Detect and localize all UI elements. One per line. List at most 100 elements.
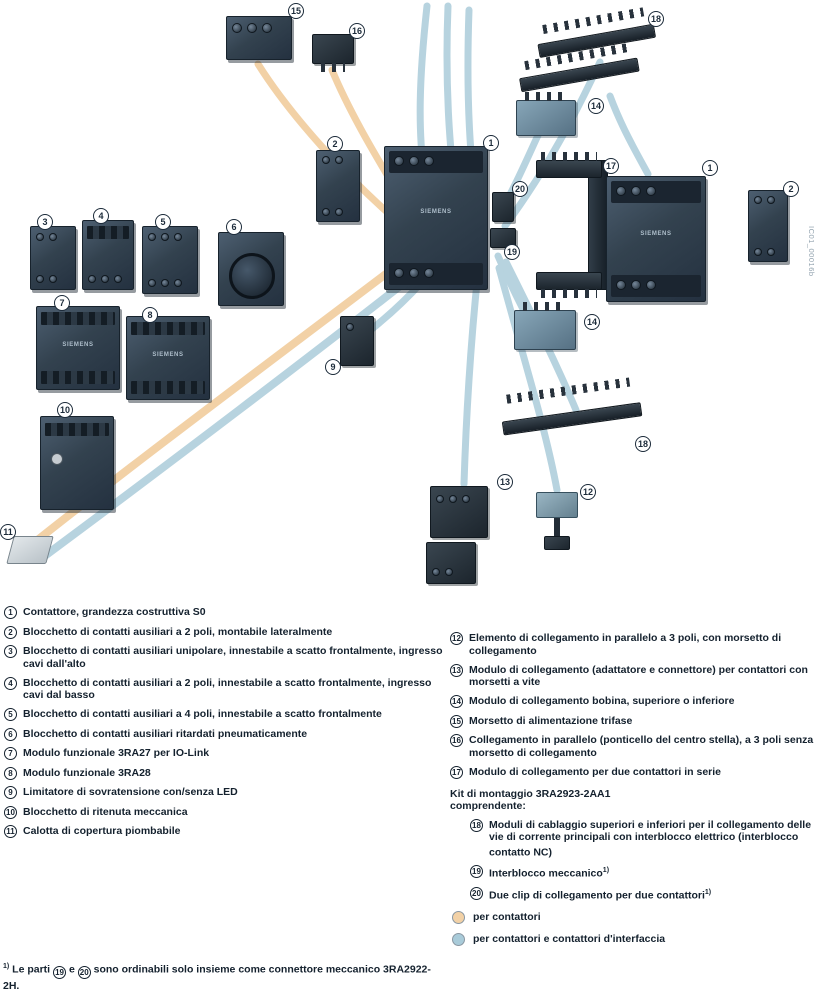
component-connection-module-adapter — [430, 486, 488, 538]
item-text: Collegamento in parallelo (ponticello de… — [469, 734, 814, 759]
exploded-view-diagram: SIEMENS SIEMENS — [0, 2, 816, 584]
legend-item-18: 18 Moduli di cablaggio superiori e infer… — [470, 818, 824, 859]
screw-row — [754, 248, 782, 256]
screw-icon — [101, 275, 109, 283]
kit-subtitle: comprendente: — [450, 800, 526, 812]
item-number-badge: 4 — [4, 676, 17, 690]
terminal-strip — [389, 263, 483, 285]
footnote-text: sono ordinabili solo insieme come connet… — [3, 963, 431, 993]
brand-label: SIEMENS — [152, 351, 184, 358]
callout-12: 12 — [580, 484, 596, 500]
component-connection-module-connector — [426, 542, 476, 584]
screw-icon — [36, 233, 44, 241]
footnote: 1) Le parti 19 e 20 sono ordinabili solo… — [3, 960, 435, 993]
screw-row — [322, 156, 354, 164]
item-number-badge: 10 — [4, 805, 17, 819]
terminal-strip — [41, 312, 115, 325]
footnote-text: e — [68, 963, 75, 976]
item-text-main: Moduli di cablaggio superiori e inferior… — [489, 818, 812, 859]
legend-item-20: 20 Due clip di collegamento per due cont… — [470, 886, 824, 902]
screw-row — [36, 233, 70, 241]
screw-icon — [754, 248, 762, 256]
item-number-badge: 2 — [4, 625, 17, 639]
item-number-badge: 3 — [4, 645, 17, 658]
callout-15: 15 — [288, 3, 304, 19]
brand-label: SIEMENS — [420, 209, 452, 216]
screw-icon — [247, 23, 257, 33]
component-lateral-aux-contact-block-right — [748, 190, 788, 262]
release-button — [51, 453, 63, 465]
screw-row — [232, 23, 286, 33]
screw-row — [36, 275, 70, 283]
screw-icon — [322, 208, 330, 216]
callout-16: 16 — [349, 23, 365, 39]
callout-2-right: 2 — [783, 181, 799, 197]
component-parallel-link-star-point — [312, 34, 354, 72]
blue-color-swatch — [452, 932, 465, 946]
item-text: Modulo di collegamento per due contattor… — [469, 765, 722, 778]
color-key-contactors: per contattori — [452, 910, 824, 924]
screw-icon — [449, 495, 457, 503]
item-number-badge: 11 — [4, 825, 17, 838]
screw-icon — [409, 268, 419, 278]
screw-icon — [646, 280, 656, 290]
callout-8: 8 — [142, 307, 158, 323]
component-surge-suppressor — [340, 316, 374, 366]
item-text: Calotta di copertura piombabile — [23, 825, 181, 837]
screw-icon — [424, 268, 434, 278]
screw-icon — [148, 279, 156, 287]
component-sealable-cover — [6, 536, 54, 564]
item-number-badge: 5 — [4, 708, 17, 721]
image-code-watermark: IC01_00016b — [807, 226, 816, 277]
item-number-badge: 20 — [470, 886, 483, 900]
item-number-badge: 9 — [4, 786, 17, 799]
callout-1-main: 1 — [483, 135, 499, 151]
screw-icon — [767, 196, 775, 204]
footnote-ref-19: 19 — [53, 966, 67, 979]
item-number-badge: 1 — [4, 606, 17, 619]
callout-18-top: 18 — [648, 11, 664, 27]
legend-item-13: 13 Modulo di collegamento (adattatore e … — [450, 663, 824, 689]
screw-icon — [432, 568, 440, 576]
item-number-badge: 8 — [4, 766, 17, 780]
component-contactor-right: SIEMENS — [606, 176, 706, 302]
legend-item-8: 8 Modulo funzionale 3RA28 — [4, 766, 448, 780]
callout-5: 5 — [155, 214, 171, 230]
screw-icon — [616, 280, 626, 290]
item-text: Blocchetto di contatti ausiliari a 2 pol… — [23, 676, 432, 702]
screw-icon — [49, 275, 57, 283]
legend-item-5: 5 Blocchetto di contatti ausiliari a 4 p… — [4, 708, 448, 721]
item-text-main: Due clip di collegamento per due contatt… — [489, 889, 705, 901]
legend-item-19: 19 Interblocco meccanico1) — [470, 865, 824, 880]
terminal-strip — [389, 151, 483, 173]
screw-icon — [161, 279, 169, 287]
screw-icon — [262, 23, 272, 33]
item-text: Contattore, grandezza costruttiva S0 — [23, 606, 206, 618]
frame-arm-top — [536, 152, 602, 178]
legend-item-3: 3 Blocchetto di contatti ausiliari unipo… — [4, 645, 448, 670]
item-number-badge: 18 — [470, 818, 483, 832]
screw-icon — [436, 495, 444, 503]
screw-row — [436, 495, 482, 503]
link-pin — [554, 518, 560, 538]
pin-row — [541, 152, 597, 161]
component-connection-clips — [492, 192, 514, 222]
callout-3: 3 — [37, 214, 53, 230]
item-number-badge: 12 — [450, 632, 463, 645]
screw-icon — [631, 280, 641, 290]
legend-item-10: 10 Blocchetto di ritenuta meccanica — [4, 805, 448, 819]
callout-4: 4 — [93, 208, 109, 224]
frame-arm-bottom — [536, 272, 602, 298]
callout-2-left: 2 — [327, 136, 343, 152]
legend-item-12: 12 Elemento di collegamento in parallelo… — [450, 632, 824, 657]
legend-item-15: 15 Morsetto di alimentazione trifase — [450, 714, 824, 728]
screw-icon — [646, 186, 656, 196]
component-series-connection-module — [536, 152, 608, 298]
legend-item-11: 11 Calotta di copertura piombabile — [4, 825, 448, 838]
screw-icon — [616, 186, 626, 196]
component-parallel-link-3pole — [536, 492, 578, 550]
screw-row — [322, 208, 354, 216]
screw-icon — [88, 275, 96, 283]
color-key-interface-contactors: per contattori e contattori d'interfacci… — [452, 932, 824, 946]
footnote-ref: 1) — [602, 867, 610, 874]
